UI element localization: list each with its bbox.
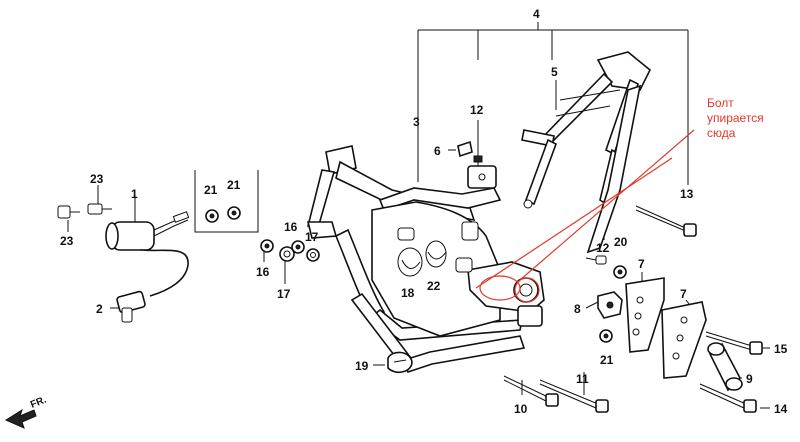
nuts-21 [205,206,241,223]
label-part-1: 1 [131,187,138,201]
label-part-17-top: 17 [305,230,319,244]
label-part-16-bottom: 16 [256,265,270,279]
label-part-9: 9 [746,372,753,386]
label-part-7-left: 7 [638,257,645,271]
label-part-15: 15 [774,342,788,356]
label-part-13: 13 [680,187,694,201]
nut-21-lower [599,329,613,343]
label-part-5: 5 [551,65,558,79]
main-frame [306,145,545,374]
part-labels: 4 5 3 12 6 13 12 20 7 7 8 21 15 9 14 11 … [60,7,788,416]
annotation-line-2: упирается [707,111,764,125]
bolt-15 [705,331,763,355]
front-arrow-icon [4,408,37,429]
subframe [521,51,652,254]
label-part-21-right: 21 [227,178,241,192]
bolt-14 [699,383,757,413]
label-part-21-lower: 21 [600,353,614,367]
engine-hanger-left [625,277,665,353]
engine-hanger-right [661,301,707,379]
collar-9 [707,342,743,392]
label-part-23-bottom: 23 [60,234,74,248]
bolt-12-right [585,255,607,265]
label-part-3: 3 [413,115,420,129]
label-part-21-left: 21 [204,183,218,197]
label-part-14: 14 [774,402,788,416]
washers-16-17 [260,239,320,262]
annotation-line-3: сюда [707,126,736,140]
bolt-11 [539,379,609,413]
bolt-12-top [473,155,483,166]
label-part-12-right: 12 [596,241,610,255]
clip-6 [457,140,473,158]
annotation-line-1: Болт [707,96,734,110]
annotation-marker [475,129,695,303]
label-part-12-top: 12 [470,103,484,117]
mount-8 [597,291,623,319]
label-part-17-bottom: 17 [277,287,291,301]
label-part-11: 11 [576,372,589,386]
ignition-coil [105,211,190,323]
label-part-16-top: 16 [284,220,298,234]
label-part-19: 19 [355,359,369,373]
label-part-10: 10 [514,402,528,416]
washer-20 [613,265,627,279]
label-part-6: 6 [434,144,441,158]
clamp-19 [387,351,413,374]
bolt-23 [57,203,112,219]
label-part-2: 2 [96,302,103,316]
front-direction-label: FR. [29,394,48,410]
label-part-22: 22 [427,279,441,293]
bolt-13 [635,205,697,237]
label-part-7-right: 7 [680,287,687,301]
label-part-4: 4 [533,7,540,21]
bolt-10 [503,375,559,407]
label-part-20: 20 [614,235,628,249]
label-part-8: 8 [574,302,581,316]
label-part-23-top: 23 [90,172,104,186]
label-part-18: 18 [401,286,415,300]
